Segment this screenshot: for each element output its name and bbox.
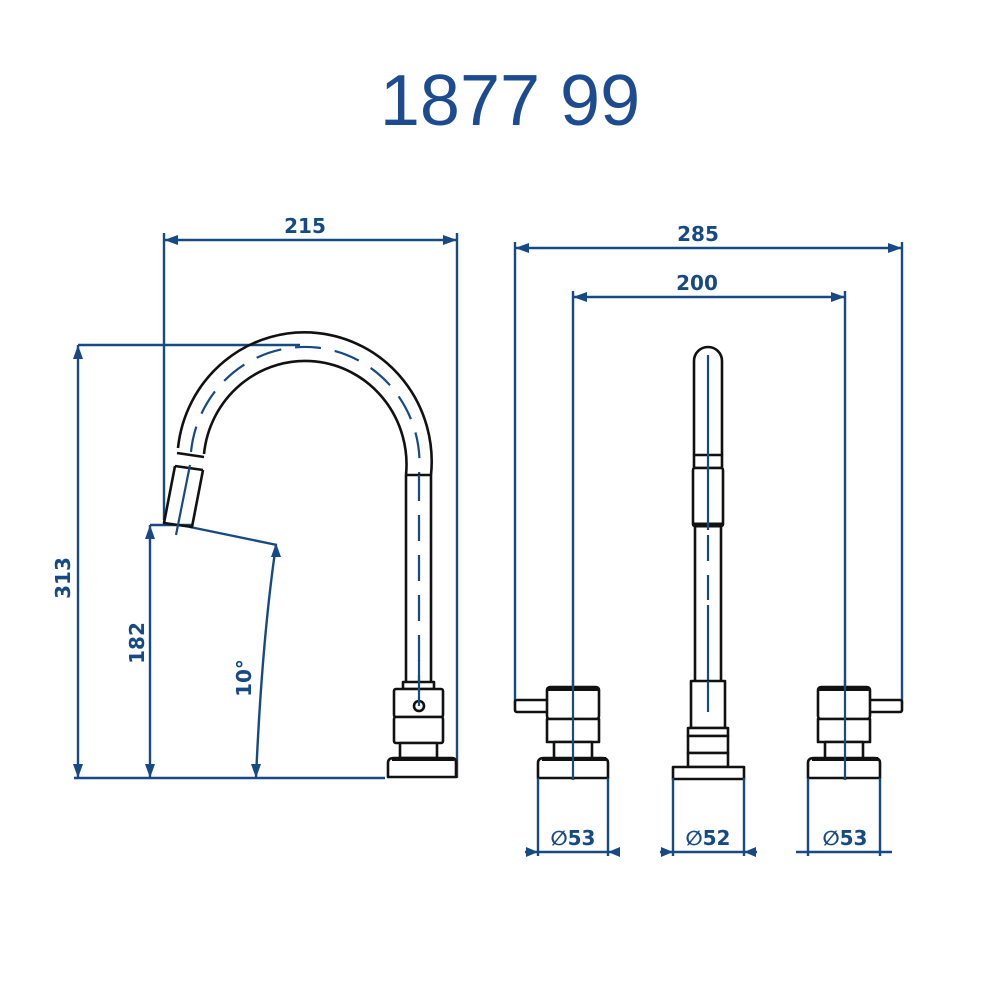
arrow-icon bbox=[888, 243, 902, 253]
arrow-icon bbox=[164, 235, 178, 245]
arrow-icon bbox=[73, 345, 83, 359]
dimension-313: 313 bbox=[51, 343, 300, 778]
dimension-label-left-diameter: ∅53 bbox=[551, 826, 596, 850]
arrow-icon bbox=[526, 847, 538, 857]
dimension-label-200: 200 bbox=[676, 271, 718, 295]
arrow-icon bbox=[145, 764, 155, 778]
right-valve bbox=[806, 680, 904, 780]
arrow-icon bbox=[515, 243, 529, 253]
dimension-left-diameter: ∅53 bbox=[525, 778, 620, 857]
arrow-icon bbox=[73, 764, 83, 778]
dimension-label-285: 285 bbox=[677, 222, 719, 246]
arrow-icon bbox=[443, 235, 457, 245]
arrow-icon bbox=[661, 847, 673, 857]
dimension-label-313: 313 bbox=[51, 557, 75, 599]
dimension-285: 285 bbox=[513, 222, 904, 703]
dimension-angle: 10° bbox=[189, 525, 281, 779]
front-view: 285 200 bbox=[513, 222, 904, 857]
arrow-icon bbox=[831, 292, 845, 302]
arrow-icon bbox=[608, 847, 620, 857]
dimension-label-center-diameter: ∅52 bbox=[686, 826, 731, 850]
faucet-side-body bbox=[162, 330, 458, 779]
arrow-icon bbox=[145, 525, 155, 539]
dimension-label-182: 182 bbox=[125, 622, 149, 664]
arrow-icon bbox=[744, 847, 756, 857]
arrow-icon bbox=[251, 764, 261, 778]
arrow-icon bbox=[271, 543, 281, 557]
dimension-182: 182 bbox=[125, 523, 192, 778]
center-spout bbox=[671, 345, 746, 781]
dimension-215: 215 bbox=[162, 214, 459, 778]
left-valve bbox=[513, 680, 610, 780]
dimension-label-215: 215 bbox=[284, 214, 326, 238]
arrow-icon bbox=[573, 292, 587, 302]
dimension-center-diameter: ∅52 bbox=[660, 778, 757, 857]
side-view: 215 313 182 10° bbox=[51, 214, 459, 780]
dimension-label-right-diameter: ∅53 bbox=[823, 826, 868, 850]
dimension-label-angle: 10° bbox=[232, 659, 256, 697]
model-number-title: 1877 99 bbox=[380, 61, 640, 141]
dimension-right-diameter: ∅53 bbox=[796, 778, 892, 856]
